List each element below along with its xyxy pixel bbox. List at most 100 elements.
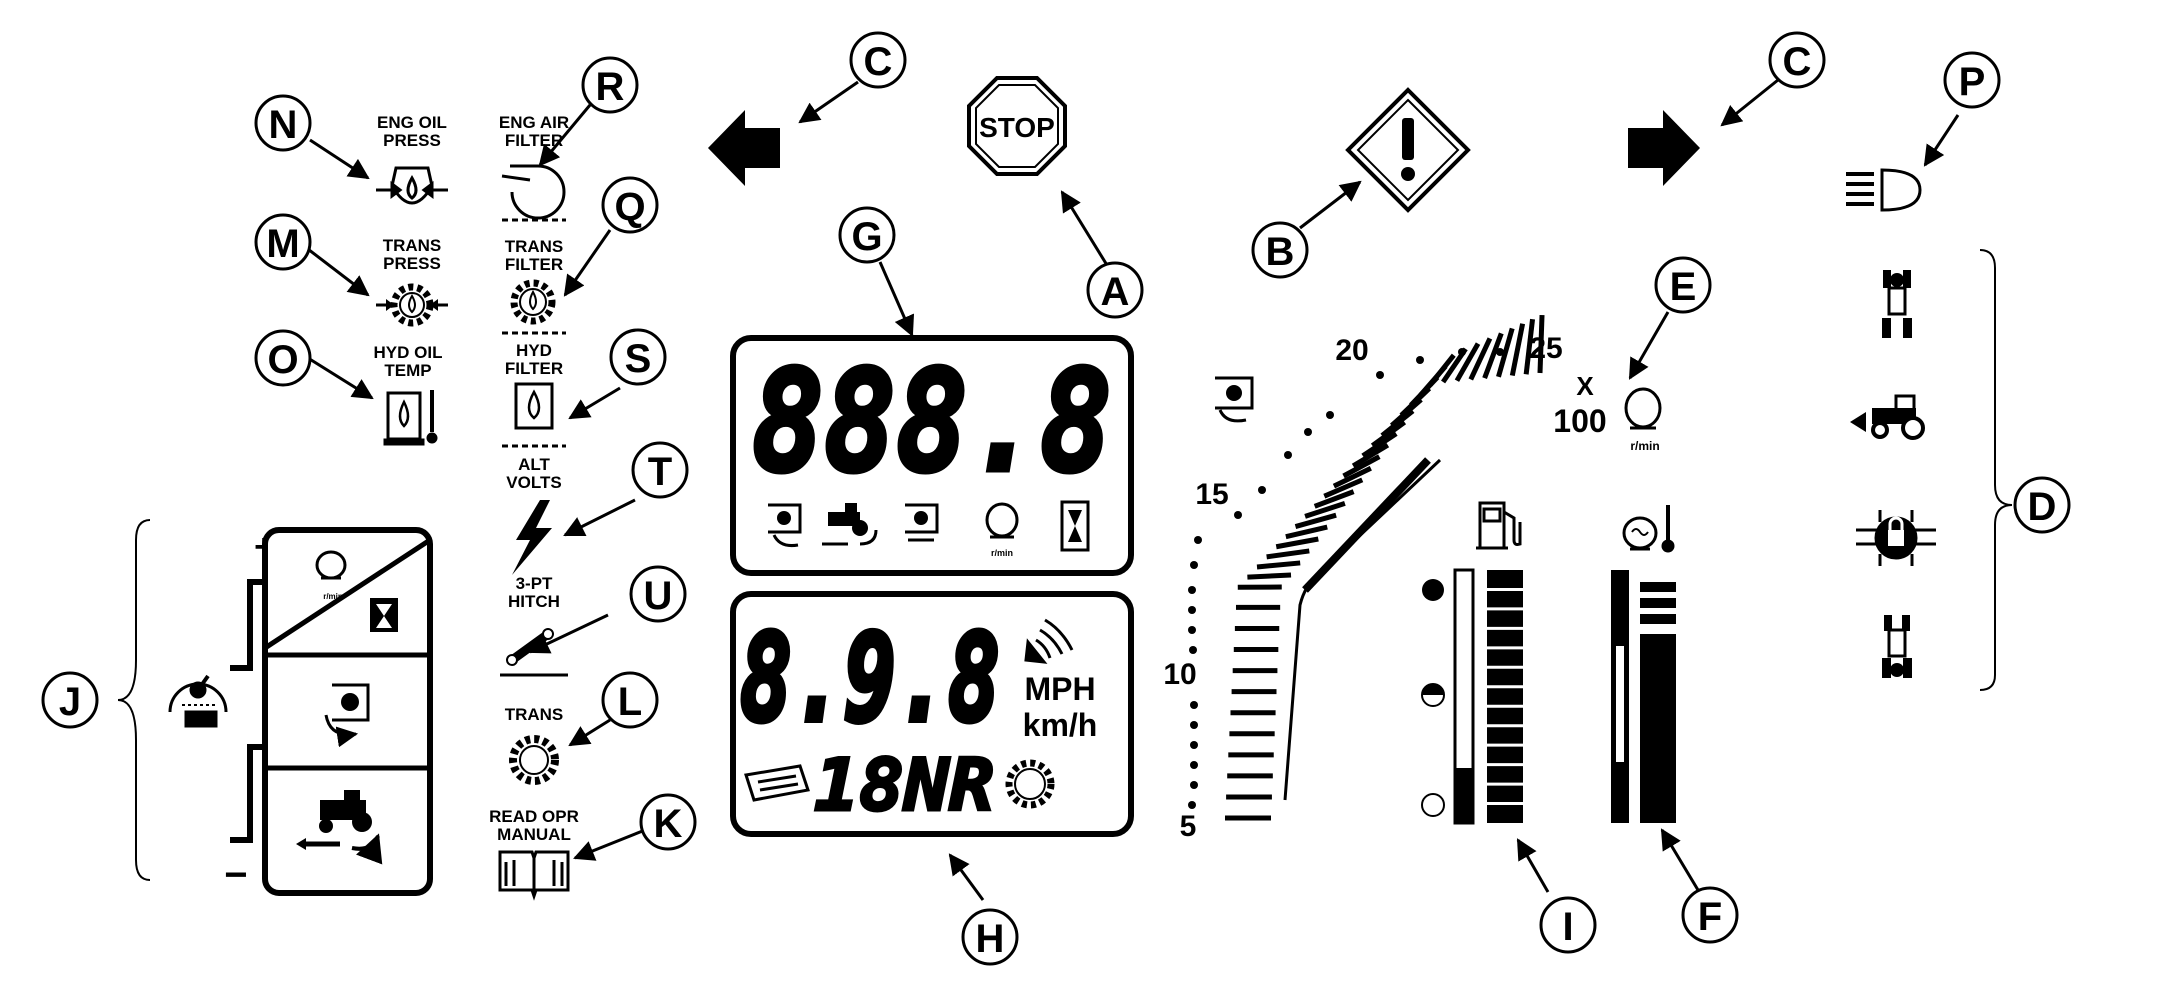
tach-scale-dot <box>1189 646 1197 654</box>
tach-segment <box>1275 536 1319 550</box>
svg-text:TRANS: TRANS <box>505 237 564 256</box>
tach-segment <box>1428 353 1456 387</box>
tach-segment <box>1266 548 1310 560</box>
callout-b: B <box>1266 230 1295 274</box>
trans-press-indicator: TRANS PRESS <box>376 236 448 327</box>
svg-text:VOLTS: VOLTS <box>506 473 561 492</box>
callout-n-circle <box>254 94 312 152</box>
tach-segment <box>1523 318 1536 375</box>
callout-c-left-circle <box>849 31 907 89</box>
tach-scale-dot <box>1234 511 1242 519</box>
switch-panel-frame <box>262 527 433 896</box>
svg-text:FILTER: FILTER <box>505 255 563 274</box>
tach-scale-dot <box>1190 561 1198 569</box>
svg-text:PRESS: PRESS <box>383 131 441 150</box>
svg-text:3-PT: 3-PT <box>516 574 553 593</box>
callout-o: O <box>267 338 298 382</box>
tachometer-scale-dots <box>1188 348 1504 809</box>
fuel-half-indicator <box>1421 683 1445 707</box>
callout-a-circle <box>1086 261 1144 319</box>
pto-rpm-button[interactable] <box>268 683 428 771</box>
callout-f-circle <box>1681 886 1739 944</box>
fuel-segment-stack <box>1487 570 1523 823</box>
fuel-full-indicator <box>1422 579 1444 601</box>
tach-segment <box>1370 420 1407 448</box>
speedometer-knob-icon <box>168 674 228 728</box>
tach-label-15: 15 <box>1195 478 1228 511</box>
tach-segment <box>1509 323 1526 377</box>
tach-scale-dot <box>1458 348 1466 356</box>
svg-text:ALT: ALT <box>518 455 550 474</box>
callout-q-circle <box>601 176 659 234</box>
callout-letters: A B C C D E F G H I J K L M N O P Q R S … <box>59 40 2057 961</box>
tach-segment <box>1496 327 1515 378</box>
coolant-segment <box>1640 598 1676 608</box>
callout-n: N <box>269 103 298 147</box>
tach-scale-dot <box>1190 701 1198 709</box>
callout-d-circle <box>2013 476 2071 534</box>
callout-j: J <box>59 680 81 724</box>
unit-mph: MPH <box>1024 671 1095 707</box>
stop-label: STOP <box>979 112 1055 143</box>
callout-s: S <box>625 337 652 381</box>
ground-speed-digits: 8.9.8 <box>740 610 1000 749</box>
callout-l: L <box>618 680 642 724</box>
tach-segment <box>1468 337 1493 381</box>
tach-scale-dot <box>1496 348 1504 356</box>
engine-rpm-icon <box>315 550 347 580</box>
read-opr-manual-indicator: READ OPR MANUAL <box>489 807 579 901</box>
tach-scale-dot <box>1416 356 1424 364</box>
engine-air-filter-icon <box>501 164 566 222</box>
trans-filter-indicator: TRANS FILTER <box>502 237 566 335</box>
callout-r: R <box>596 65 625 109</box>
callout-h: H <box>976 917 1005 961</box>
fuel-empty-indicator <box>1421 793 1445 817</box>
fuel-segment-base <box>1487 570 1523 823</box>
lightning-bolt-icon <box>512 500 552 575</box>
tach-segment <box>1256 560 1301 570</box>
tach-scale-dot <box>1284 451 1292 459</box>
pto-icon <box>324 683 370 748</box>
stop-icon: STOP <box>967 76 1067 176</box>
coolant-segment <box>1640 614 1676 624</box>
hourglass-icon <box>370 598 398 632</box>
hyd-filter-indicator: HYD FILTER <box>502 341 566 448</box>
callout-j-circle <box>41 671 99 729</box>
callout-e: E <box>1670 265 1697 309</box>
transmission-display-icon <box>1005 759 1055 809</box>
callout-k: K <box>654 802 683 846</box>
trans-pressure-gear-icon <box>376 283 448 327</box>
transmission-gear-icon <box>509 735 559 785</box>
svg-text:TEMP: TEMP <box>384 361 431 380</box>
tach-segment <box>1332 465 1372 489</box>
ground-speed-button[interactable] <box>296 790 383 865</box>
upper-lcd-display: 888.8 r/min <box>730 335 1134 576</box>
gear-indicator-digits: 18NR <box>814 743 994 827</box>
rpm-hour-toggle-button[interactable]: r/min <box>263 537 432 658</box>
callout-c-right: C <box>1783 40 1812 84</box>
coolant-segment-stack <box>1640 582 1676 624</box>
tach-scale-dot <box>1190 781 1198 789</box>
tach-scale-dot <box>1190 761 1198 769</box>
upper-display-digits: 888.8 <box>752 341 1112 504</box>
tach-scale-dot <box>1376 371 1384 379</box>
eng-air-filter-indicator: ENG AIR FILTER <box>499 113 569 222</box>
pto-rear-icon <box>768 503 802 547</box>
tach-rpm-unit: r/min <box>1630 439 1659 453</box>
eng-oil-press-indicator: ENG OIL PRESS <box>376 113 448 205</box>
callout-leaders <box>299 78 1960 901</box>
tach-label-25: 25 <box>1529 332 1562 365</box>
tractor-speed-icon <box>296 790 383 865</box>
callout-b-circle <box>1251 221 1309 279</box>
svg-text:HYD OIL: HYD OIL <box>374 343 443 362</box>
callout-t: T <box>648 450 672 494</box>
tach-segment <box>1285 524 1328 540</box>
rear-wheel-drive-icon <box>1882 615 1912 678</box>
tach-scale-dot <box>1190 721 1198 729</box>
callout-h-circle <box>961 908 1019 966</box>
tach-segment <box>1454 342 1481 382</box>
pto-front-icon <box>905 503 939 542</box>
svg-text:HYD: HYD <box>516 341 552 360</box>
callout-c-right-circle <box>1768 31 1826 89</box>
tach-label-20: 20 <box>1335 334 1368 367</box>
